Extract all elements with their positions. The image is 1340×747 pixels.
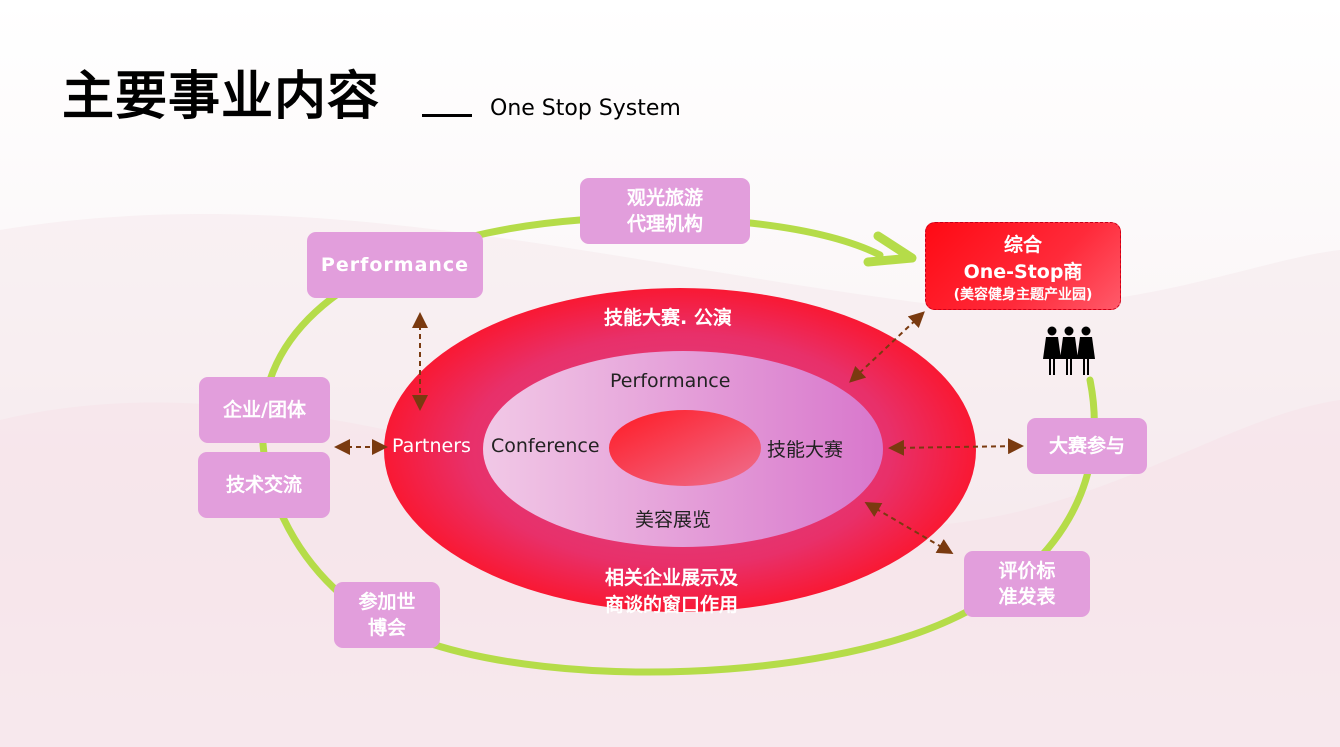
box-standard-line1: 评价标 <box>998 560 1056 582</box>
box-standard-line2: 准发表 <box>998 586 1056 608</box>
inner-bottom-label: 美容展览 <box>635 509 712 531</box>
title-underline <box>422 114 472 117</box>
core-ellipse <box>609 410 761 486</box>
outer-bottom-label-2: 商谈的窗口作用 <box>605 594 739 616</box>
box-expo: 参加世 博会 <box>334 582 440 648</box>
inner-right-label: 技能大赛 <box>767 439 844 461</box>
page-title: 主要事业内容 <box>62 67 381 127</box>
hub-line3: (美容健身主题产业园) <box>953 287 1093 303</box>
box-tourism-agency: 观光旅游 代理机构 <box>580 178 750 244</box>
page-subtitle: One Stop System <box>490 96 681 121</box>
box-tourism-line2: 代理机构 <box>626 213 703 235</box>
partners-label: Partners <box>392 435 471 457</box>
box-expo-line1: 参加世 <box>358 591 416 613</box>
green-ring-arrowhead <box>863 231 917 267</box>
box-enterprise: 企业/团体 <box>199 377 330 443</box>
box-performance: Performance <box>307 232 483 298</box>
box-tourism-line1: 观光旅游 <box>626 187 703 209</box>
box-tech-exchange: 技术交流 <box>198 452 330 518</box>
box-contest-join: 大赛参与 <box>1027 418 1147 474</box>
inner-left-label: Conference <box>491 435 600 457</box>
arrow-hub-ellipse <box>849 311 925 383</box>
inner-top-label: Performance <box>610 370 731 392</box>
arrow-contest-ellipse <box>888 438 1024 456</box>
hub-line2: One-Stop商 <box>963 261 1083 283</box>
people-group-icon <box>1043 326 1095 375</box>
box-standard: 评价标 准发表 <box>964 551 1090 617</box>
outer-bottom-label-1: 相关企业展示及 <box>605 567 739 589</box>
box-expo-line2: 博会 <box>367 617 406 639</box>
hub-one-stop-box: 综合 One-Stop商 (美容健身主题产业园) <box>925 222 1121 310</box>
arrow-standard-ellipse <box>864 501 954 555</box>
hub-line1: 综合 <box>1003 234 1042 256</box>
outer-top-label: 技能大赛. 公演 <box>604 307 732 329</box>
